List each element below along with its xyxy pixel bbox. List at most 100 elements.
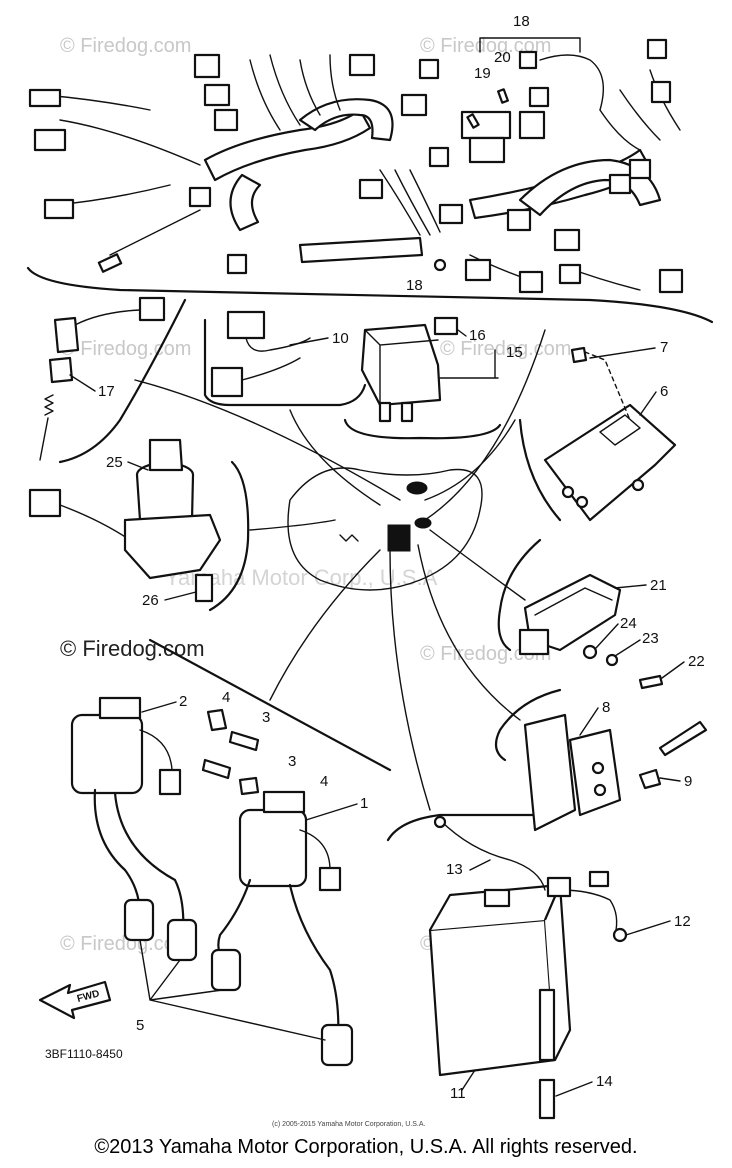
harness-wire-upper-right — [539, 54, 604, 111]
regulator — [518, 573, 664, 690]
connector — [358, 178, 384, 200]
harness-sleeve-loop — [518, 158, 662, 217]
lead-cap — [546, 876, 572, 898]
harness-boundary — [26, 266, 714, 324]
small-copyright: (c) 2005-2015 Yamaha Motor Corporation, … — [272, 1121, 425, 1128]
plug-cap — [210, 948, 242, 992]
junction-wires — [339, 534, 359, 542]
connector — [33, 128, 67, 152]
plug-cap — [166, 918, 198, 962]
relay-15-body — [360, 323, 442, 407]
cdi-socket — [561, 485, 575, 499]
flasher-terminal — [593, 783, 607, 797]
battery-body — [428, 918, 557, 1077]
connector — [650, 80, 672, 104]
relay-15 — [360, 316, 459, 423]
bolt-3 — [228, 730, 260, 752]
ignition-coils — [70, 696, 354, 1067]
relay-15-edges — [364, 329, 439, 406]
leader — [614, 584, 647, 589]
callout-4: 4 — [222, 689, 230, 706]
connector — [506, 208, 532, 232]
callout-3: 3 — [288, 753, 296, 770]
main-switch-key — [148, 438, 184, 472]
switch-spring — [39, 394, 54, 461]
bolt-22 — [638, 674, 664, 690]
battery-lead-12 — [559, 889, 618, 936]
leader — [614, 639, 641, 657]
switch-lead — [74, 309, 141, 326]
leader — [164, 591, 197, 601]
coil-wires — [139, 729, 331, 871]
relay-10-body — [226, 310, 266, 340]
coil-2-bracket — [98, 696, 142, 720]
leader — [289, 409, 381, 506]
callout-13: 13 — [446, 861, 463, 878]
relay-box-boundary — [203, 318, 367, 407]
cdi-socket — [575, 495, 589, 509]
harness-wires-center — [379, 169, 441, 236]
relay15-boundary — [343, 418, 502, 440]
diagram-code: 3BF1110-8450 — [45, 1047, 123, 1061]
harness-sleeve-top — [298, 98, 394, 142]
callout-9: 9 — [684, 773, 692, 790]
harness-sleeve-bottom — [298, 236, 424, 264]
battery-terminal — [483, 888, 511, 908]
relay-10-connector — [210, 366, 244, 398]
watermark-top-right: © Firedog.com — [420, 35, 551, 57]
leader — [589, 347, 656, 359]
plug-cap — [320, 1023, 354, 1067]
leader — [249, 519, 336, 531]
watermark-bottom-left: © Firedog.com — [60, 933, 191, 955]
washer-4 — [206, 708, 228, 732]
regulator-fins — [534, 587, 613, 616]
relay-10-wire — [245, 337, 311, 352]
plug-lead — [113, 791, 185, 937]
callout-20: 20 — [494, 49, 511, 66]
callout-21: 21 — [650, 577, 667, 594]
leader — [429, 529, 526, 601]
connector — [438, 203, 464, 225]
callout-2: 2 — [179, 693, 187, 710]
connector — [43, 198, 75, 220]
harness-wires-top — [249, 54, 341, 131]
connector — [188, 186, 212, 208]
battery-group — [428, 815, 628, 1120]
relay-15-pin — [400, 401, 414, 423]
callout-6: 6 — [660, 383, 668, 400]
flasher-bracket — [523, 713, 577, 832]
switch-base — [48, 356, 74, 384]
callout-3: 3 — [262, 709, 270, 726]
leader — [141, 701, 177, 713]
leader — [661, 661, 685, 679]
relay-location — [387, 524, 411, 552]
callout-8: 8 — [602, 699, 610, 716]
forward-arrow-shape — [38, 980, 112, 1020]
chassis-outline — [287, 467, 483, 591]
neutral-switch — [39, 296, 166, 461]
callout-15-bracket — [439, 349, 499, 379]
fuse-location — [406, 481, 428, 495]
switch-connector — [138, 296, 166, 322]
leader — [461, 1069, 476, 1091]
breather-hose — [538, 988, 556, 1062]
leader — [424, 419, 516, 501]
harness-wires-bottom-right — [469, 254, 641, 291]
connector — [646, 38, 668, 60]
fuse-19 — [466, 113, 480, 129]
callout-18: 18 — [406, 277, 423, 294]
main-switch — [28, 438, 222, 603]
lead-cap — [588, 870, 610, 888]
bolt-7 — [570, 346, 588, 364]
cdi-label — [599, 414, 641, 446]
main-switch-lead — [59, 504, 131, 541]
callout-14: 14 — [596, 1073, 613, 1090]
cdi-unit — [543, 346, 677, 522]
relay-15-pin — [378, 401, 392, 423]
cdi-boundary — [518, 418, 562, 522]
coil-connector — [318, 866, 342, 892]
connector — [348, 53, 376, 77]
leader — [417, 544, 521, 721]
plug-cap — [123, 898, 155, 942]
callout-1: 1 — [360, 795, 368, 812]
